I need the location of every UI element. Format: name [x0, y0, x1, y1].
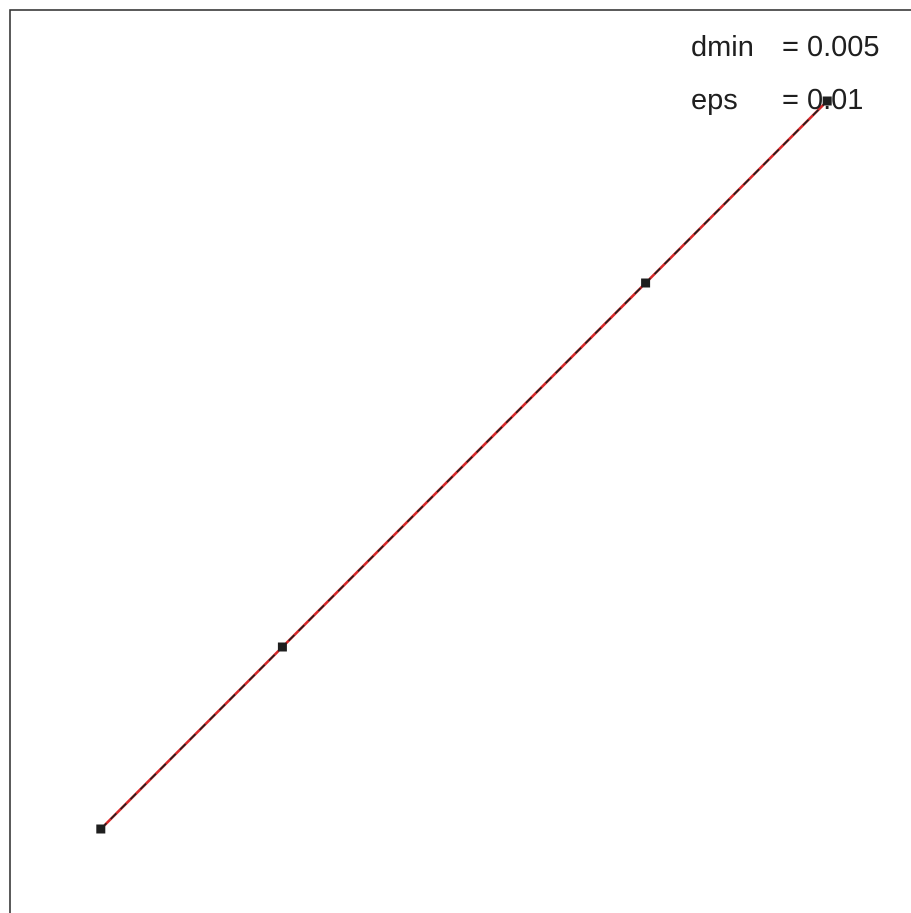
plot-area-frame — [9, 9, 911, 913]
data-point-marker — [277, 642, 287, 652]
data-point-marker — [96, 824, 106, 834]
annotation-label-dmin: dmin — [691, 31, 754, 63]
annotation-label-eps: eps — [691, 84, 738, 116]
series-line-1-dashed — [100, 100, 828, 830]
annotation-value-dmin: = 0.005 — [782, 31, 880, 63]
annotation-value-eps: = 0.01 — [782, 84, 863, 116]
data-point-marker — [641, 278, 651, 288]
series-layer — [99, 100, 829, 830]
data-point-marker — [822, 96, 832, 106]
annotation-layer: dmin = 0.005 eps = 0.01 — [691, 31, 880, 116]
marker-layer — [96, 96, 832, 834]
